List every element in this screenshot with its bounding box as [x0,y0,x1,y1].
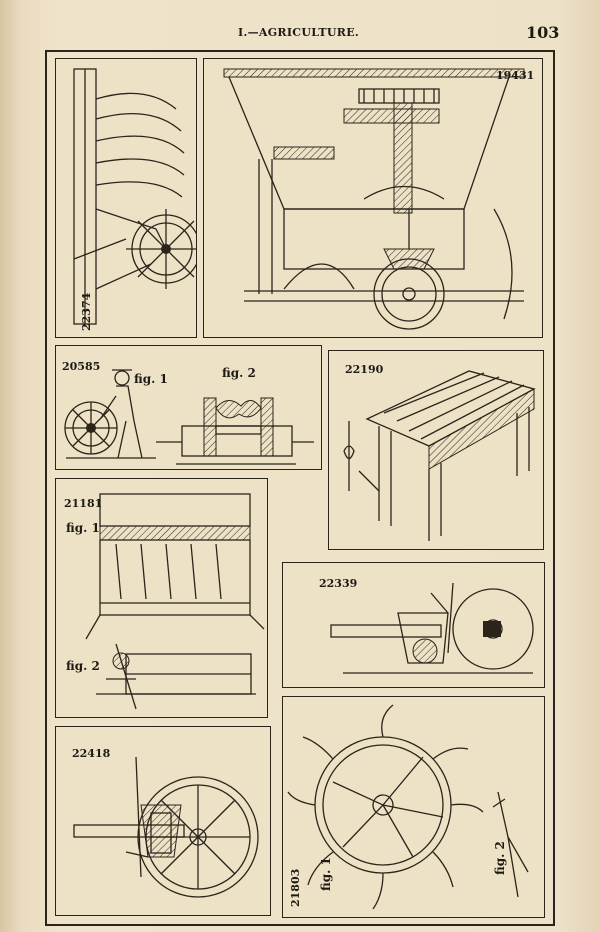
fig-1-label: fig. 1 [66,521,100,535]
frame-drawing-22190 [343,370,536,541]
drill-drawing-21181 [85,493,265,710]
figure-19431: 19431 [203,58,543,338]
figure-21181: 21181 fig. 1 fig. 2 [55,478,268,718]
figure-22339: 22339 [282,562,545,688]
figure-22374: 22374 [55,58,197,338]
harrow-wheel-drawing-21803 [287,704,529,910]
figure-22418: 22418 [55,726,271,916]
figure-number-21181: 21181 [64,497,103,510]
fig-1-label: fig. 1 [134,372,168,386]
figure-number-20585: 20585 [62,360,101,373]
figure-20585: 20585 fig. 1 fig. 2 [55,345,322,470]
planter-drawing-22339 [330,582,534,674]
figure-number-22339: 22339 [319,577,358,590]
figure-21803: 21803 fig. 1 fig. 2 [282,696,545,918]
page-header: I.—AGRICULTURE. 103 [0,23,600,46]
seeder-drawing-22374 [73,68,196,325]
figure-number-22418: 22418 [72,747,111,760]
running-head: I.—AGRICULTURE. [238,26,360,39]
page-number: 103 [526,23,560,42]
figure-number-19431: 19431 [496,69,535,82]
wheel-drill-drawing-22418 [73,756,259,898]
fig-2-label: fig. 2 [493,841,507,875]
plate-frame [45,50,555,926]
thresher-drawing-20585 [64,369,314,465]
fig-2-label: fig. 2 [222,366,256,380]
fig-1-label: fig. 1 [319,857,333,891]
figure-22190: 22190 [328,350,544,550]
fig-2-label: fig. 2 [66,659,100,673]
figure-number-21803: 21803 [289,868,302,907]
figure-number-22190: 22190 [345,363,384,376]
figure-number-22374: 22374 [80,292,93,331]
mill-drawing-19431 [223,68,525,330]
